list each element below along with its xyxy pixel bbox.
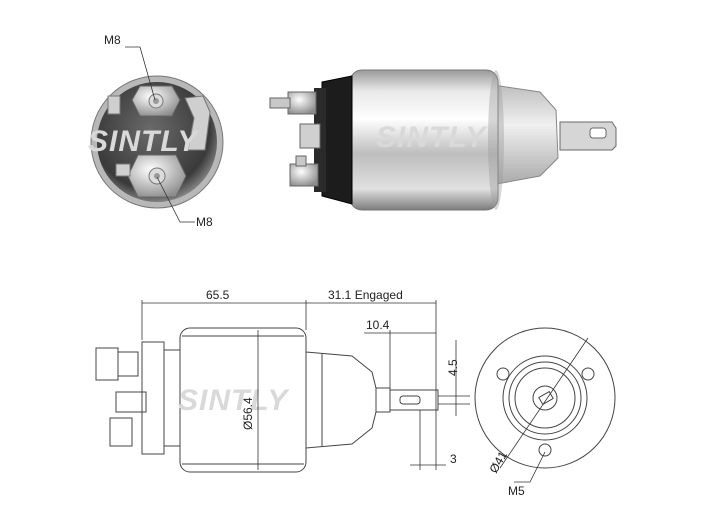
dim-diameter: Ø56.4 bbox=[241, 397, 255, 430]
label-m5: M5 bbox=[508, 484, 525, 498]
mount-hole-left bbox=[496, 367, 510, 381]
leader-lower-m8 bbox=[156, 176, 195, 223]
drawing-side-view: SINTLY 65.5 31.1 Engaged 10.4 Ø56.4 4.5 … bbox=[95, 288, 470, 473]
drawing-cap bbox=[141, 341, 165, 455]
dim-bolt-circle: Ø41 bbox=[486, 449, 510, 476]
drawing-end-view: Ø41 M5 bbox=[474, 327, 616, 498]
photo-top-view: SINTLY M8 M8 bbox=[88, 33, 224, 229]
mount-hole-right bbox=[581, 367, 595, 381]
upper-terminal bbox=[131, 85, 181, 117]
dim-line-bolt-circle bbox=[499, 337, 589, 469]
drawing-plastic-end bbox=[305, 351, 377, 449]
dim-engaged: 31.1 Engaged bbox=[328, 288, 403, 302]
mount-hole-bottom bbox=[538, 443, 552, 457]
lower-terminal bbox=[127, 154, 187, 198]
leader-upper-m8 bbox=[125, 46, 156, 101]
label-lower-m8: M8 bbox=[196, 215, 213, 229]
drawing-plunger bbox=[375, 387, 391, 413]
dim-length: 65.5 bbox=[206, 288, 230, 302]
watermark-top-right: SINTLY bbox=[376, 121, 488, 154]
leader-m5 bbox=[514, 451, 546, 483]
side-terminal-lower bbox=[289, 155, 319, 187]
photo-side-view: SINTLY bbox=[269, 69, 617, 211]
side-terminal-upper bbox=[269, 91, 317, 115]
plunger-tab bbox=[559, 121, 617, 151]
watermark-drawing: SINTLY bbox=[178, 384, 290, 417]
small-terminal bbox=[107, 95, 121, 115]
dim-tip: 10.4 bbox=[366, 318, 390, 332]
dim-tab: 3 bbox=[450, 452, 457, 466]
watermark-top-left: SINTLY bbox=[88, 125, 200, 158]
black-cap bbox=[321, 75, 353, 205]
end-view-outer bbox=[474, 327, 616, 469]
end-view-hub bbox=[532, 385, 558, 411]
drawing-terminal-lower bbox=[109, 417, 133, 447]
drawing-terminal-upper bbox=[95, 347, 119, 381]
dim-slot: 4.5 bbox=[446, 359, 460, 376]
label-upper-m8: M8 bbox=[104, 33, 121, 47]
terminal-bracket bbox=[184, 95, 211, 151]
drawing-tab bbox=[389, 389, 439, 411]
